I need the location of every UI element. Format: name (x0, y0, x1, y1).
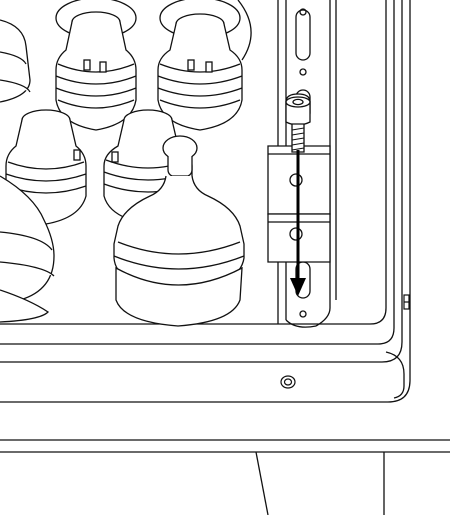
bell-part (55, 0, 137, 131)
bell-part (0, 175, 55, 323)
bell-part (0, 19, 31, 103)
tray-screw-hole (280, 375, 296, 389)
bell-parts-array (0, 0, 252, 327)
base-table (0, 439, 450, 515)
downward-arrow (290, 150, 306, 296)
tray-frame (0, 0, 411, 403)
bell-part (157, 0, 252, 131)
socket-head-screw (285, 93, 311, 153)
edge-clip (403, 294, 410, 310)
bell-part (113, 135, 245, 327)
